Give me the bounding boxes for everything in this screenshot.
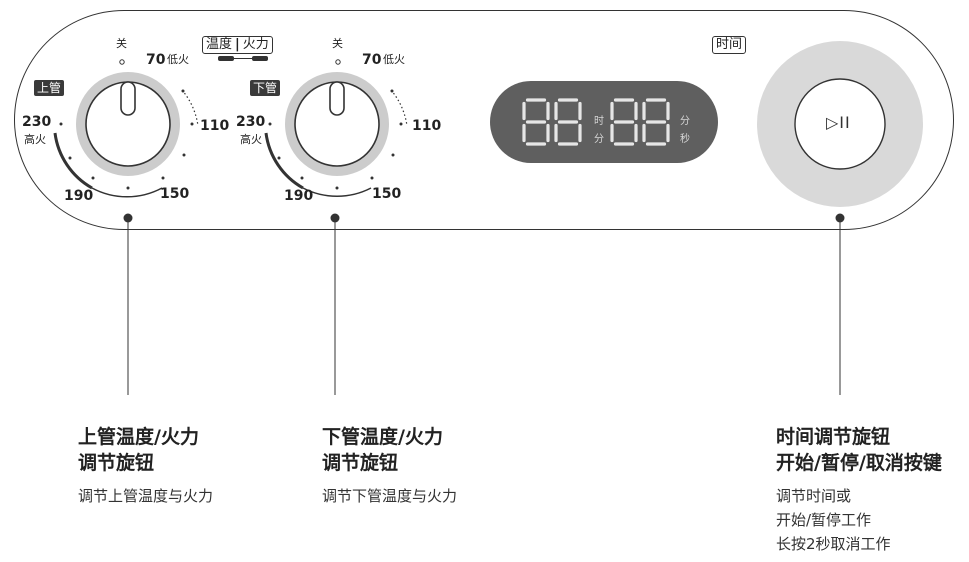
callout-time-title-1: 时间调节旋钮 bbox=[776, 426, 891, 448]
lcd-min-unit-left: 分 bbox=[594, 134, 604, 145]
temp-label: 温度 bbox=[206, 37, 233, 52]
lcd-digits bbox=[522, 98, 670, 146]
bottom-value-110: 110 bbox=[412, 118, 442, 134]
fire-label: 火力 bbox=[242, 37, 269, 52]
callout-time-knob: 时间调节旋钮 开始/暂停/取消按键 调节时间或 开始/暂停工作 长按2秒取消工作 bbox=[776, 424, 942, 556]
bottom-knob-dots bbox=[268, 59, 403, 190]
lcd-digit-2 bbox=[554, 98, 582, 146]
bottom-knob-low-arc bbox=[390, 89, 408, 127]
lcd-min-unit-right: 分 bbox=[680, 116, 690, 127]
top-knob-mid-arc bbox=[91, 187, 163, 198]
top-value-150: 150 bbox=[160, 186, 190, 202]
bottom-low-value: 70 bbox=[362, 52, 382, 68]
play-pause-icon[interactable]: ▷II bbox=[826, 113, 851, 132]
bottom-heater-tag: 下管 bbox=[250, 80, 281, 96]
bottom-knob-high-arc bbox=[264, 132, 304, 190]
lcd-sec-unit: 秒 bbox=[680, 134, 690, 145]
top-heater-knob[interactable] bbox=[76, 72, 180, 176]
callout-time-desc-2: 开始/暂停工作 bbox=[776, 511, 872, 529]
top-off-label: 关 bbox=[116, 37, 127, 50]
top-high-text: 高火 bbox=[24, 133, 46, 146]
top-value-230: 230 bbox=[22, 114, 52, 130]
callout-time-title-2: 开始/暂停/取消按键 bbox=[776, 452, 942, 474]
bottom-value-190: 190 bbox=[284, 188, 314, 204]
time-knob[interactable] bbox=[757, 41, 923, 207]
top-low-text: 低火 bbox=[167, 53, 189, 66]
top-value-190: 190 bbox=[64, 188, 94, 204]
top-heater-tag: 上管 bbox=[34, 80, 65, 96]
time-label: 时间 bbox=[712, 36, 747, 54]
callout-time-desc-3: 长按2秒取消工作 bbox=[776, 535, 891, 553]
top-knob-pointer bbox=[120, 81, 136, 116]
top-knob-low-arc bbox=[181, 89, 199, 127]
lcd-hour-unit: 时 bbox=[594, 116, 604, 127]
bottom-off-label: 关 bbox=[332, 37, 343, 50]
lcd-digit-3 bbox=[610, 98, 638, 146]
bottom-heater-knob[interactable] bbox=[285, 72, 389, 176]
bottom-knob-mid-arc bbox=[302, 187, 372, 198]
callout-time-desc-1: 调节时间或 bbox=[776, 487, 852, 505]
bottom-value-150: 150 bbox=[372, 186, 402, 202]
top-knob-dots bbox=[59, 59, 194, 190]
callout-bottom-title-2: 调节旋钮 bbox=[322, 452, 399, 474]
start-pause-button bbox=[794, 78, 886, 170]
lcd-digit-1 bbox=[522, 98, 550, 146]
top-value-110: 110 bbox=[200, 118, 230, 134]
bottom-knob-pointer bbox=[329, 81, 345, 116]
temp-fire-connector bbox=[218, 56, 268, 61]
callout-top-title-2: 调节旋钮 bbox=[78, 452, 155, 474]
callout-bottom-knob: 下管温度/火力 调节旋钮 调节下管温度与火力 bbox=[322, 424, 457, 508]
callout-top-title-1: 上管温度/火力 bbox=[78, 426, 199, 448]
separator: | bbox=[235, 37, 240, 52]
bottom-low-text: 低火 bbox=[383, 53, 405, 66]
callout-top-desc: 调节上管温度与火力 bbox=[78, 487, 214, 505]
top-knob-high-arc bbox=[53, 132, 93, 190]
bottom-high-text: 高火 bbox=[240, 133, 262, 146]
callout-top-knob: 上管温度/火力 调节旋钮 调节上管温度与火力 bbox=[78, 424, 213, 508]
callout-bottom-title-1: 下管温度/火力 bbox=[322, 426, 443, 448]
top-low-value: 70 bbox=[146, 52, 166, 68]
lcd-digit-4 bbox=[642, 98, 670, 146]
temp-fire-label: 温度|火力 bbox=[202, 36, 273, 54]
bottom-value-230: 230 bbox=[236, 114, 266, 130]
callout-bottom-desc: 调节下管温度与火力 bbox=[322, 487, 458, 505]
